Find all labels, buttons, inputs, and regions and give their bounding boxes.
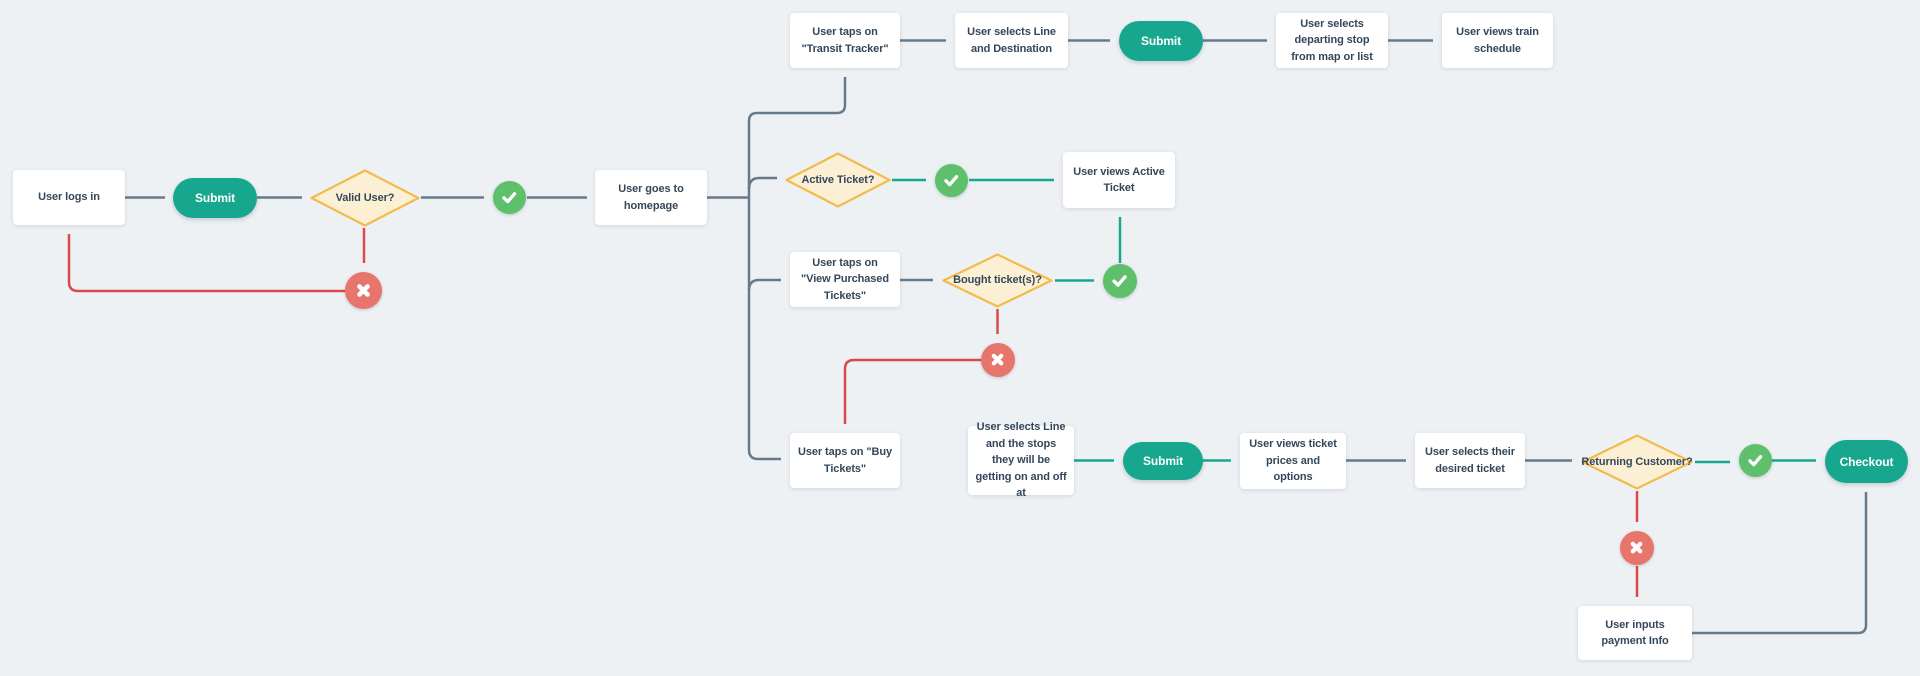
arrow-trunk-to-transit-tracker	[747, 77, 847, 198]
arrow-trunk-to-active-ticket	[747, 176, 777, 190]
x-circle-icon-bought-fail	[981, 343, 1015, 377]
node-goes-to-homepage: User goes to homepage	[595, 170, 707, 225]
x-icon	[992, 354, 1004, 366]
node-label: User taps on "Buy Tickets"	[798, 446, 892, 475]
button-label: Submit	[1140, 34, 1182, 48]
button-label: Submit	[1142, 454, 1184, 468]
diamond-shape-icon	[1581, 434, 1693, 490]
node-views-active-ticket: User views Active Ticket	[1063, 152, 1175, 208]
decision-label: Bought ticket(s)?	[953, 274, 1042, 287]
arrow-fail-back-to-login	[67, 234, 345, 293]
decision-valid-user: Valid User?	[310, 169, 420, 227]
node-taps-view-purchased: User taps on "View Purchased Tickets"	[790, 252, 900, 307]
check-circle-icon-valid-user	[493, 181, 526, 214]
submit-button-tracker: Submit	[1119, 21, 1203, 61]
diamond-shape-icon	[310, 169, 420, 227]
node-selects-departing-stop: User selects departing stop from map or …	[1276, 13, 1388, 68]
node-label: User inputs payment Info	[1601, 618, 1669, 648]
decision-bought-tickets: Bought ticket(s)?	[942, 253, 1053, 308]
node-label: User selects Line and the stops they wil…	[975, 421, 1067, 500]
button-label: Submit	[194, 191, 236, 205]
decision-label: Valid User?	[335, 191, 395, 204]
check-icon	[944, 175, 959, 187]
x-circle-icon-valid-user-fail	[345, 272, 382, 309]
x-icon	[357, 284, 370, 297]
node-label: User taps on "Transit Tracker"	[801, 26, 889, 55]
decision-active-ticket: Active Ticket?	[785, 152, 891, 208]
node-taps-transit-tracker: User taps on "Transit Tracker"	[790, 13, 900, 68]
node-selects-desired-ticket: User selects their desired ticket	[1415, 433, 1525, 488]
node-selects-line-destination: User selects Line and Destination	[955, 13, 1068, 68]
arrow-trunk-to-view-purchased	[747, 278, 781, 291]
submit-button-login: Submit	[173, 178, 257, 218]
node-views-ticket-prices: User views ticket prices and options	[1240, 433, 1346, 489]
node-label: User selects their desired ticket	[1425, 446, 1515, 475]
diamond-shape-icon	[942, 253, 1053, 308]
node-label: User goes to homepage	[618, 183, 684, 212]
node-label: User selects Line and Destination	[967, 26, 1056, 55]
arrow-payment-to-checkout	[1692, 492, 1868, 635]
arrow-fail-to-buy-tickets	[843, 358, 981, 424]
check-circle-icon-returning	[1739, 444, 1772, 477]
decision-label: Returning Customer?	[1581, 455, 1693, 468]
checkout-button: Checkout	[1825, 440, 1908, 483]
node-label: User views ticket prices and options	[1249, 438, 1337, 484]
submit-button-buy: Submit	[1123, 442, 1203, 480]
x-circle-icon-returning-fail	[1620, 531, 1654, 565]
node-user-logs-in: User logs in	[13, 170, 125, 225]
node-label: User logs in	[38, 191, 100, 204]
arrow-trunk-to-buy-tickets	[747, 197, 781, 461]
decision-returning-customer: Returning Customer?	[1581, 434, 1693, 490]
node-label: User selects departing stop from map or …	[1291, 17, 1373, 63]
node-selects-line-and-stops: User selects Line and the stops they wil…	[968, 421, 1074, 499]
node-inputs-payment-info: User inputs payment Info	[1578, 606, 1692, 660]
x-icon	[1631, 542, 1643, 554]
node-taps-buy-tickets: User taps on "Buy Tickets"	[790, 433, 900, 488]
node-label: User views train schedule	[1456, 26, 1539, 55]
diamond-shape-icon	[785, 152, 891, 208]
node-views-train-schedule: User views train schedule	[1442, 13, 1553, 68]
check-icon	[1748, 455, 1763, 467]
check-icon	[502, 192, 517, 204]
decision-label: Active Ticket?	[801, 173, 875, 186]
check-icon	[1112, 275, 1128, 288]
check-circle-icon-active-ticket	[935, 164, 968, 197]
node-label: User taps on "View Purchased Tickets"	[801, 256, 889, 302]
check-circle-icon-bought-tickets	[1103, 264, 1137, 298]
node-label: User views Active Ticket	[1073, 165, 1165, 195]
button-label: Checkout	[1839, 454, 1894, 469]
